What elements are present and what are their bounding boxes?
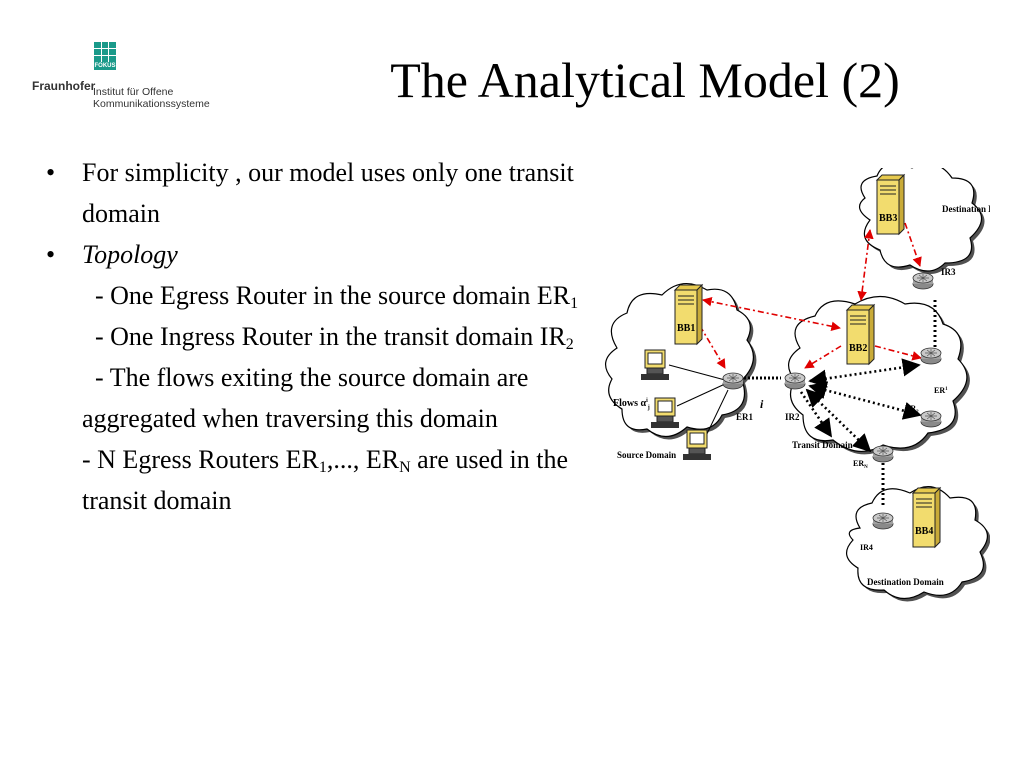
bb2-label: BB2: [849, 343, 867, 354]
ir3-router-icon: [912, 272, 934, 290]
bb3-server-icon: BB3: [876, 174, 905, 235]
sub-item: - N Egress Routers ER1,..., ERN are used…: [46, 439, 596, 521]
bullet-item: • Topology: [46, 234, 596, 275]
destination-domain-bottom-label: Destination Domain: [867, 577, 944, 587]
fokus-badge: FOKUS: [94, 62, 116, 70]
slide-body: • For simplicity , our model uses only o…: [46, 152, 596, 521]
ir3-label: IR3: [941, 267, 956, 277]
ir2-label: IR2: [785, 412, 800, 422]
bullet-dot-icon: •: [46, 158, 56, 187]
sub-item-text: - One Egress Router in the source domain…: [95, 281, 571, 310]
ir2-router-icon: [784, 372, 806, 390]
institute-name: Institut für Offene Kommunikationssystem…: [93, 86, 210, 110]
bullet-text: For simplicity , our model uses only one…: [82, 158, 574, 228]
destination-domain-top-label: Destination Domain: [942, 204, 990, 214]
bb4-label: BB4: [915, 526, 933, 537]
sub-item-text: ,..., ER: [326, 445, 400, 474]
subscript: 1: [318, 459, 327, 476]
network-topology-diagram: BB3 BB1 BB2 BB4 Destination Domain IR3 F…: [605, 168, 990, 602]
flows-label: Flows αij: [613, 398, 650, 411]
host-pc-icon: [640, 349, 670, 381]
er-mid-label: ER2: [905, 404, 919, 415]
ir4-label: IR4: [860, 543, 873, 552]
er-n-label: ERN: [853, 459, 868, 470]
bullet-item: • For simplicity , our model uses only o…: [46, 152, 596, 234]
bb1-label: BB1: [677, 323, 695, 334]
sub-item: - The flows exiting the source domain ar…: [46, 357, 596, 439]
bullet-dot-icon: •: [46, 240, 56, 269]
bb4-server-icon: BB4: [912, 487, 941, 548]
sub-item: - One Ingress Router in the transit doma…: [46, 316, 596, 357]
transit-cloud: [788, 295, 970, 455]
host-pc-icon: [650, 397, 680, 429]
fraunhofer-logo: FOKUS Fraunhofer Institut für Offene Kom…: [32, 40, 210, 114]
bb2-server-icon: BB2: [846, 304, 875, 365]
subscript: N: [399, 459, 411, 476]
bb3-label: BB3: [879, 213, 897, 224]
subscript: 1: [570, 295, 579, 312]
er1-router-icon: [722, 372, 744, 390]
sub-item-text: - The flows exiting the source domain ar…: [82, 363, 529, 433]
subscript: 2: [565, 336, 574, 353]
source-domain-label: Source Domain: [617, 450, 676, 460]
er-top-label: ER1: [934, 386, 948, 395]
er1-label: ER1: [736, 412, 754, 422]
fraunhofer-grid-icon: [94, 42, 116, 62]
link-i-label: i: [760, 397, 764, 411]
ir4-router-icon: [872, 512, 894, 530]
sub-item-text: are used in the transit domain: [82, 445, 569, 515]
sub-item-text: - One Ingress Router in the transit doma…: [95, 322, 566, 351]
bb1-server-icon: BB1: [674, 284, 703, 345]
fraunhofer-wordmark: Fraunhofer: [32, 79, 96, 93]
er-n-router-icon: [872, 445, 894, 463]
sub-item: - One Egress Router in the source domain…: [46, 275, 596, 316]
signalling-arrows: [699, 222, 922, 369]
sub-item-text: - N Egress Routers ER: [82, 445, 319, 474]
slide-title: The Analytical Model (2): [390, 52, 900, 108]
er-top-router-icon: [920, 347, 942, 365]
flow-lines: [668, 364, 729, 439]
bullet-text: Topology: [82, 240, 178, 269]
host-pc-icon: [682, 429, 712, 461]
transit-domain-label: Transit Domain: [792, 440, 853, 450]
transit-paths: [799, 358, 922, 453]
institute-line-2: Kommunikationssysteme: [93, 98, 210, 110]
er-mid-router-icon: [920, 410, 942, 428]
institute-line-1: Institut für Offene: [93, 86, 174, 98]
